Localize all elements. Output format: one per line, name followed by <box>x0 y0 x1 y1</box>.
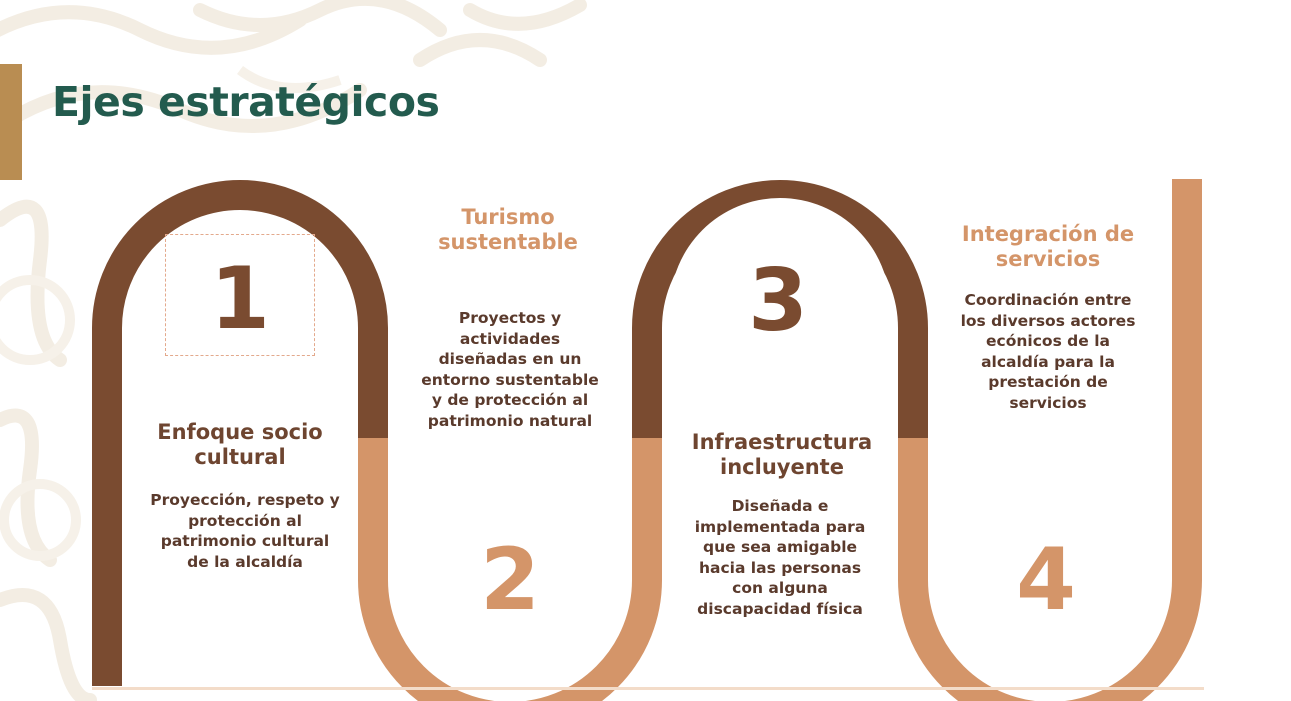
circle-4 <box>940 470 1160 690</box>
axis-4-number: 4 <box>1016 530 1076 630</box>
serpentine-ribbon-light <box>92 438 1202 701</box>
right-post <box>1172 179 1202 439</box>
bottom-divider <box>92 687 1204 690</box>
circle-2 <box>400 470 620 690</box>
circle-1 <box>166 234 314 382</box>
circle-3 <box>670 198 890 418</box>
axis-1-number: 1 <box>210 249 270 349</box>
serpentine-ribbon-dark <box>92 179 1202 438</box>
axis-2-number: 2 <box>480 530 540 630</box>
left-post <box>92 430 122 686</box>
number-1-frame <box>165 234 315 356</box>
slide-title: Ejes estratégicos <box>52 78 440 126</box>
axis-3-number: 3 <box>748 251 808 351</box>
title-accent-bar <box>0 64 22 180</box>
